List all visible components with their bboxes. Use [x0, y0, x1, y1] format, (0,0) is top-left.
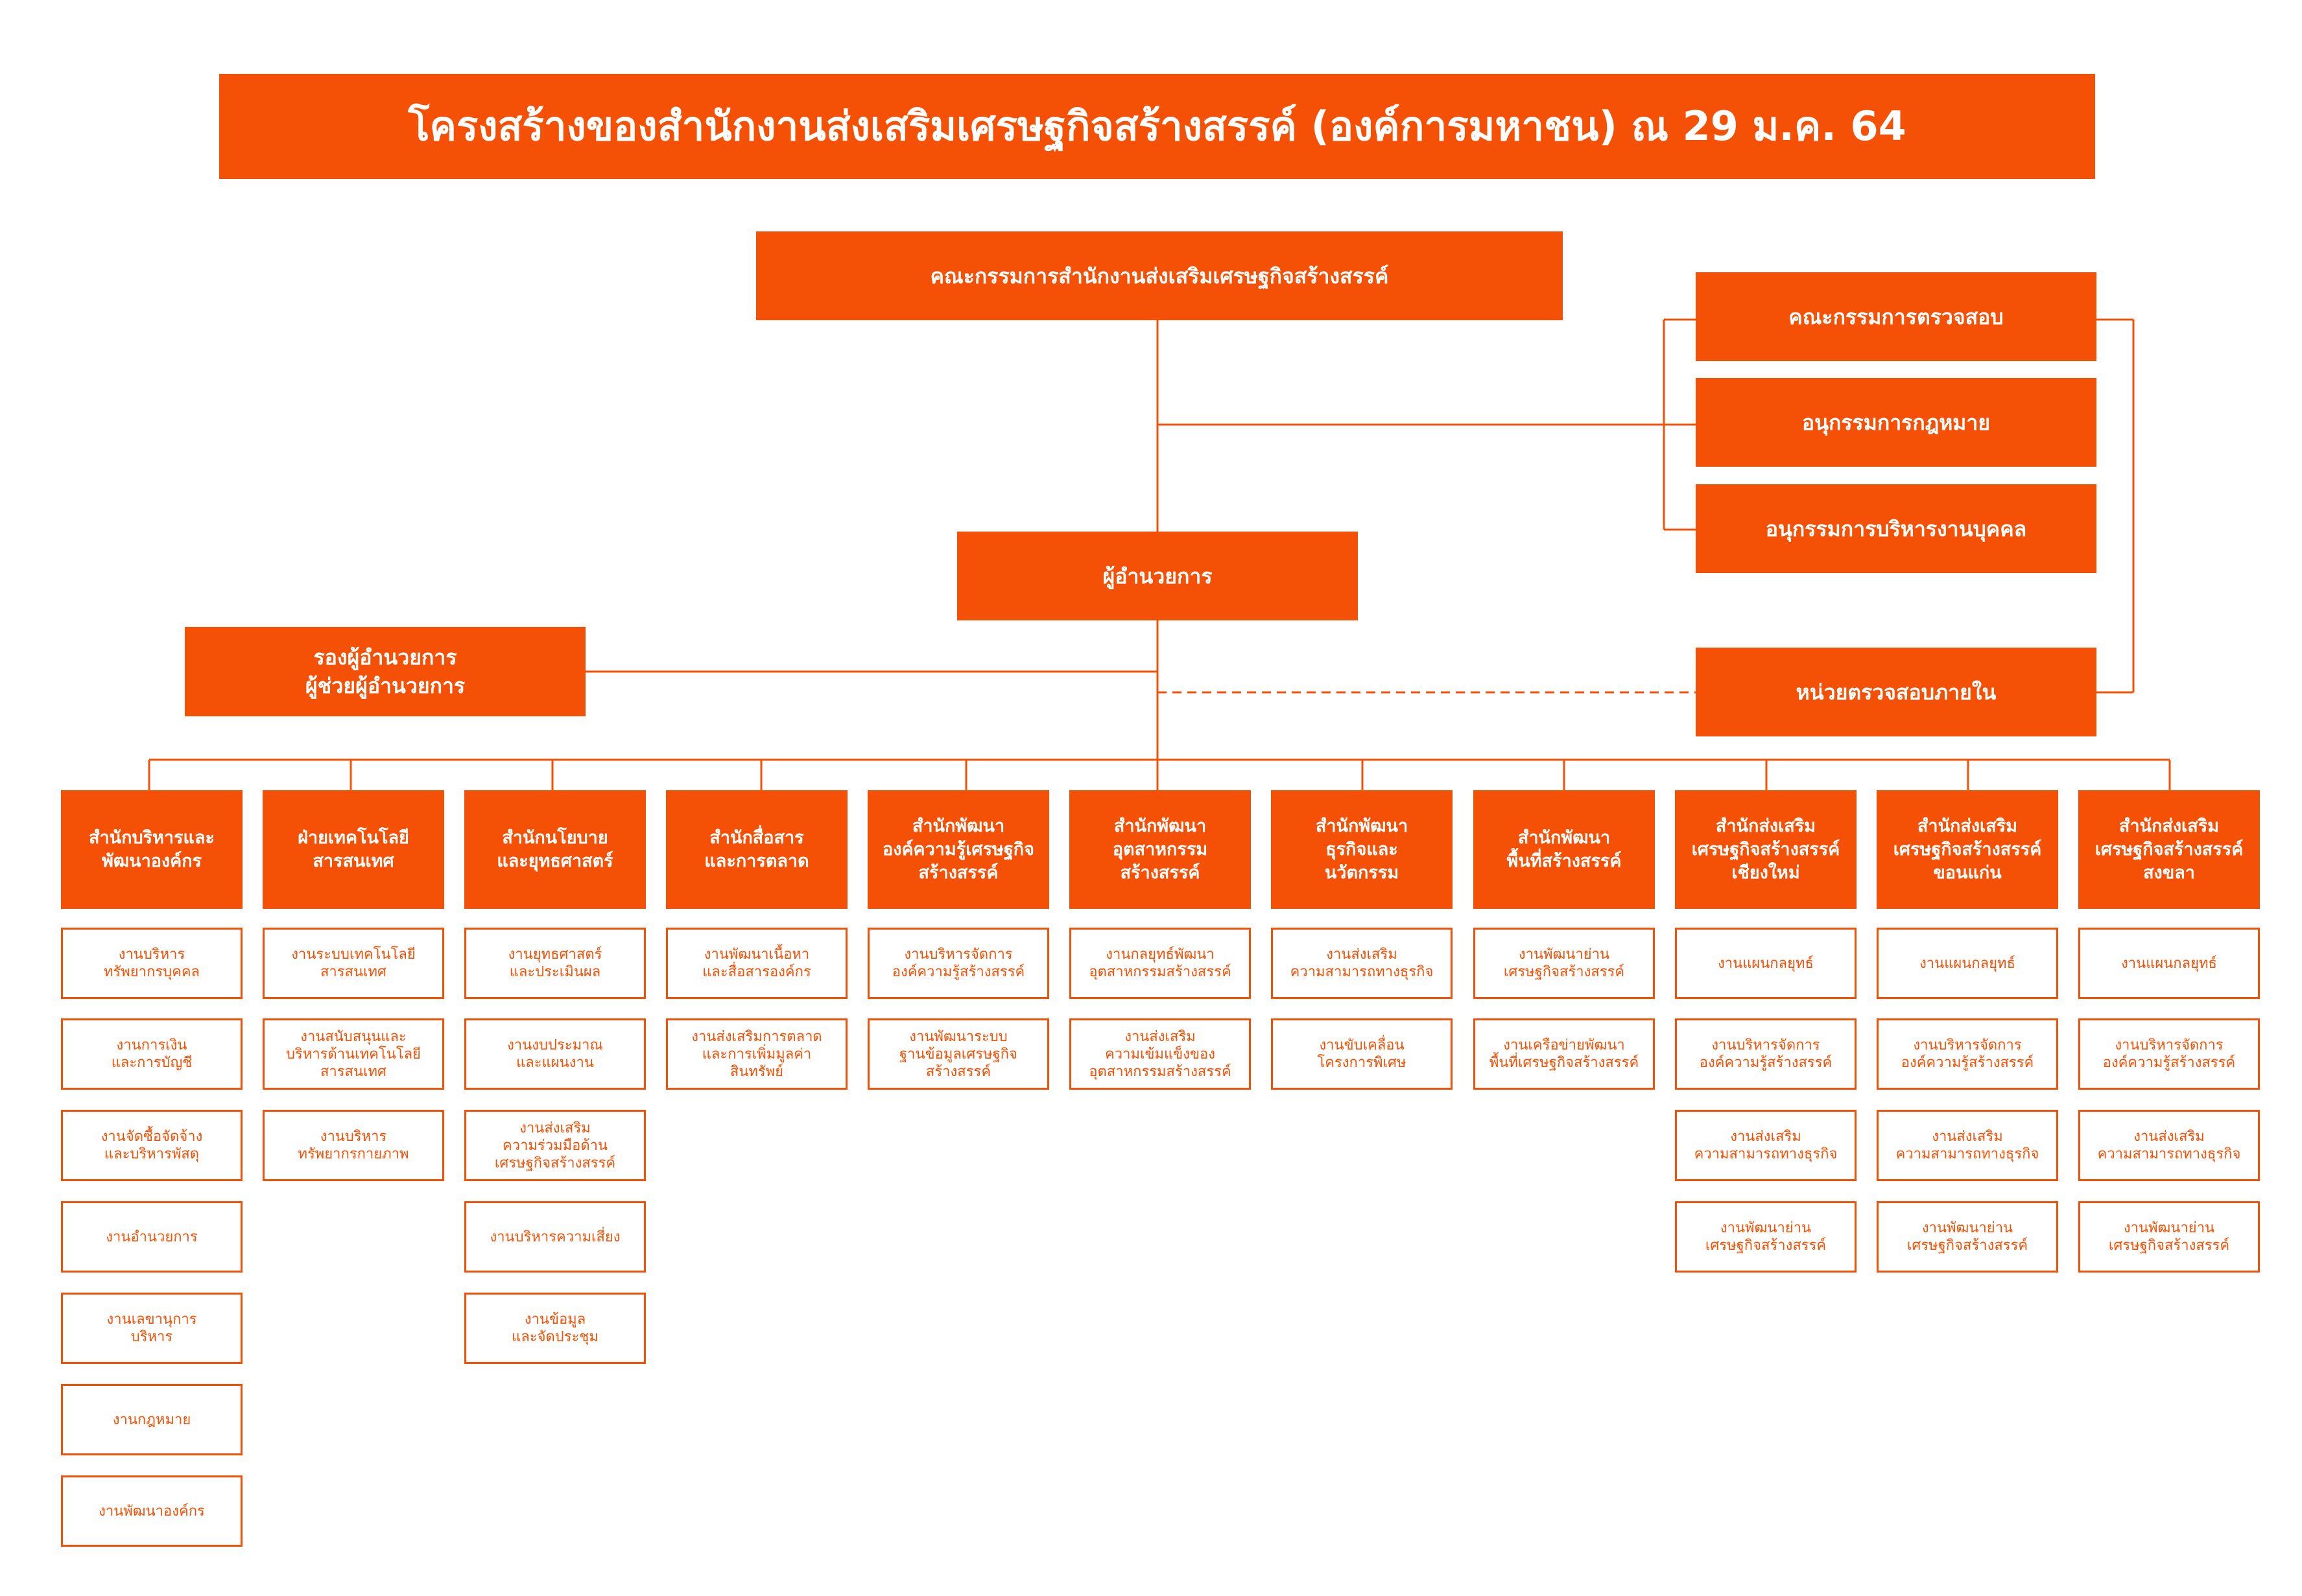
- director-box: ผู้อำนวยการ: [957, 532, 1358, 620]
- unit-box: งานจัดซื้อจัดจ้าง และบริหารพัสดุ: [61, 1110, 243, 1181]
- unit-box: งานแผนกลยุทธ์: [1675, 928, 1857, 999]
- unit-box: งานบริหาร ทรัพยากรกายภาพ: [263, 1110, 444, 1181]
- unit-box: งานกฎหมาย: [61, 1384, 243, 1455]
- unit-box: งานพัฒนาเนื้อหา และสื่อสารองค์กร: [666, 928, 848, 999]
- department-box: ฝ่ายเทคโนโลยี สารสนเทศ: [263, 790, 444, 909]
- unit-box: งานข้อมูล และจัดประชุม: [464, 1293, 646, 1364]
- unit-box: งานส่งเสริม ความสามารถทางธุรกิจ: [1675, 1110, 1857, 1181]
- unit-box: งานส่งเสริม ความสามารถทางธุรกิจ: [2078, 1110, 2260, 1181]
- unit-box: งานสนับสนุนและ บริหารด้านเทคโนโลยี สารสน…: [263, 1018, 444, 1090]
- deputy-box: รองผู้อำนวยการ ผู้ช่วยผู้อำนวยการ: [185, 627, 586, 716]
- unit-box: งานส่งเสริม ความสามารถทางธุรกิจ: [1271, 928, 1453, 999]
- unit-box: งานบริหาร ทรัพยากรบุคคล: [61, 928, 243, 999]
- department-box: สำนักส่งเสริม เศรษฐกิจสร้างสรรค์ สงขลา: [2078, 790, 2260, 909]
- unit-box: งานกลยุทธ์พัฒนา อุตสาหกรรมสร้างสรรค์: [1069, 928, 1251, 999]
- department-box: สำนักส่งเสริม เศรษฐกิจสร้างสรรค์ เชียงให…: [1675, 790, 1857, 909]
- department-box: สำนักพัฒนา ธุรกิจและ นวัตกรรม: [1271, 790, 1453, 909]
- unit-box: งานเครือข่ายพัฒนา พื้นที่เศรษฐกิจสร้างสร…: [1473, 1018, 1655, 1090]
- committee-hr: อนุกรรมการบริหารงานบุคคล: [1696, 484, 2096, 573]
- board-box: คณะกรรมการสำนักงานส่งเสริมเศรษฐกิจสร้างส…: [756, 231, 1563, 320]
- department-box: สำนักบริหารและ พัฒนาองค์กร: [61, 790, 243, 909]
- unit-box: งานเลขานุการ บริหาร: [61, 1293, 243, 1364]
- unit-box: งานอำนวยการ: [61, 1201, 243, 1273]
- unit-box: งานระบบเทคโนโลยี สารสนเทศ: [263, 928, 444, 999]
- unit-box: งานงบประมาณ และแผนงาน: [464, 1018, 646, 1090]
- chart-title: โครงสร้างของสำนักงานส่งเสริมเศรษฐกิจสร้า…: [219, 74, 2095, 179]
- unit-box: งานส่งเสริม ความเข้มแข็งของ อุตสาหกรรมสร…: [1069, 1018, 1251, 1090]
- unit-box: งานพัฒนาย่าน เศรษฐกิจสร้างสรรค์: [1675, 1201, 1857, 1273]
- unit-box: งานการเงิน และการบัญชี: [61, 1018, 243, 1090]
- unit-box: งานบริหารจัดการ องค์ความรู้สร้างสรรค์: [1675, 1018, 1857, 1090]
- department-box: สำนักพัฒนา อุตสาหกรรม สร้างสรรค์: [1069, 790, 1251, 909]
- department-box: สำนักสื่อสาร และการตลาด: [666, 790, 848, 909]
- unit-box: งานพัฒนาองค์กร: [61, 1475, 243, 1547]
- unit-box: งานยุทธศาสตร์ และประเมินผล: [464, 928, 646, 999]
- unit-box: งานบริหารจัดการ องค์ความรู้สร้างสรรค์: [1877, 1018, 2058, 1090]
- unit-box: งานบริหารความเสี่ยง: [464, 1201, 646, 1273]
- unit-box: งานส่งเสริม ความร่วมมือด้าน เศรษฐกิจสร้า…: [464, 1110, 646, 1181]
- committee-audit: คณะกรรมการตรวจสอบ: [1696, 272, 2096, 361]
- department-box: สำนักพัฒนา องค์ความรู้เศรษฐกิจ สร้างสรรค…: [868, 790, 1049, 909]
- unit-box: งานพัฒนาย่าน เศรษฐกิจสร้างสรรค์: [2078, 1201, 2260, 1273]
- internal-audit-box: หน่วยตรวจสอบภายใน: [1696, 648, 2096, 736]
- department-box: สำนักพัฒนา พื้นที่สร้างสรรค์: [1473, 790, 1655, 909]
- unit-box: งานพัฒนาย่าน เศรษฐกิจสร้างสรรค์: [1877, 1201, 2058, 1273]
- unit-box: งานบริหารจัดการ องค์ความรู้สร้างสรรค์: [868, 928, 1049, 999]
- unit-box: งานแผนกลยุทธ์: [1877, 928, 2058, 999]
- unit-box: งานส่งเสริมการตลาด และการเพิ่มมูลค่า สิน…: [666, 1018, 848, 1090]
- unit-box: งานพัฒนาระบบ ฐานข้อมูลเศรษฐกิจ สร้างสรรค…: [868, 1018, 1049, 1090]
- committee-law: อนุกรรมการกฎหมาย: [1696, 378, 2096, 467]
- unit-box: งานบริหารจัดการ องค์ความรู้สร้างสรรค์: [2078, 1018, 2260, 1090]
- unit-box: งานแผนกลยุทธ์: [2078, 928, 2260, 999]
- unit-box: งานพัฒนาย่าน เศรษฐกิจสร้างสรรค์: [1473, 928, 1655, 999]
- unit-box: งานส่งเสริม ความสามารถทางธุรกิจ: [1877, 1110, 2058, 1181]
- department-box: สำนักส่งเสริม เศรษฐกิจสร้างสรรค์ ขอนแก่น: [1877, 790, 2058, 909]
- unit-box: งานขับเคลื่อน โครงการพิเศษ: [1271, 1018, 1453, 1090]
- department-box: สำนักนโยบาย และยุทธศาสตร์: [464, 790, 646, 909]
